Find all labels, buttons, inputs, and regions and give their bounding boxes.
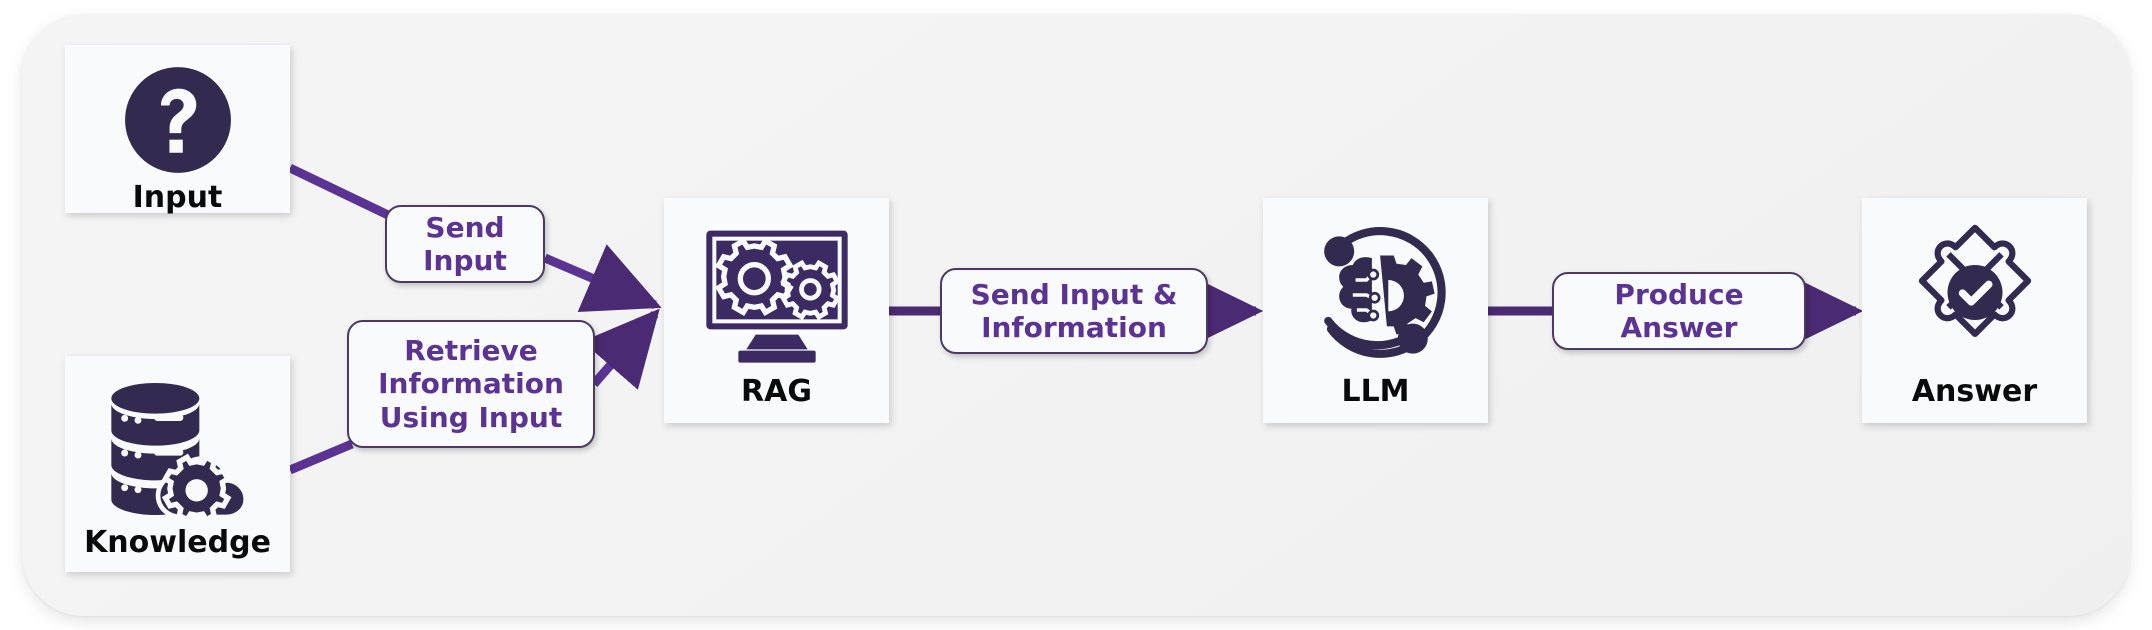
node-caption: Answer bbox=[1911, 374, 2038, 409]
node-llm[interactable]: LLM bbox=[1263, 198, 1488, 423]
node-knowledge[interactable]: Knowledge bbox=[65, 356, 290, 572]
node-answer[interactable]: Answer bbox=[1862, 198, 2087, 423]
puzzle-check-icon bbox=[1862, 212, 2087, 377]
node-input[interactable]: Input bbox=[65, 45, 290, 213]
wire-sendinput-to-rag bbox=[543, 244, 662, 313]
wire-retrieve-to-rag bbox=[582, 308, 660, 390]
edge-label-retrieve-information[interactable]: Retrieve Information Using Input bbox=[347, 320, 595, 448]
node-rag[interactable]: RAG bbox=[664, 198, 889, 423]
edge-label-send-input[interactable]: Send Input bbox=[385, 205, 545, 283]
node-caption: Knowledge bbox=[84, 525, 271, 560]
node-caption: Input bbox=[132, 180, 223, 215]
database-cloud-gear-icon bbox=[65, 370, 290, 528]
monitor-gears-icon bbox=[664, 214, 889, 377]
question-mark-circle-icon bbox=[65, 57, 290, 183]
node-caption: LLM bbox=[1341, 374, 1410, 409]
node-caption: RAG bbox=[741, 374, 812, 409]
edge-label-send-input-and-information[interactable]: Send Input & Information bbox=[940, 268, 1208, 354]
brain-gear-orbit-icon bbox=[1263, 212, 1488, 377]
wire-knowledge-to-retrieve bbox=[288, 439, 354, 475]
edge-label-produce-answer[interactable]: Produce Answer bbox=[1552, 272, 1806, 350]
wire-input-to-sendinput bbox=[288, 163, 390, 220]
